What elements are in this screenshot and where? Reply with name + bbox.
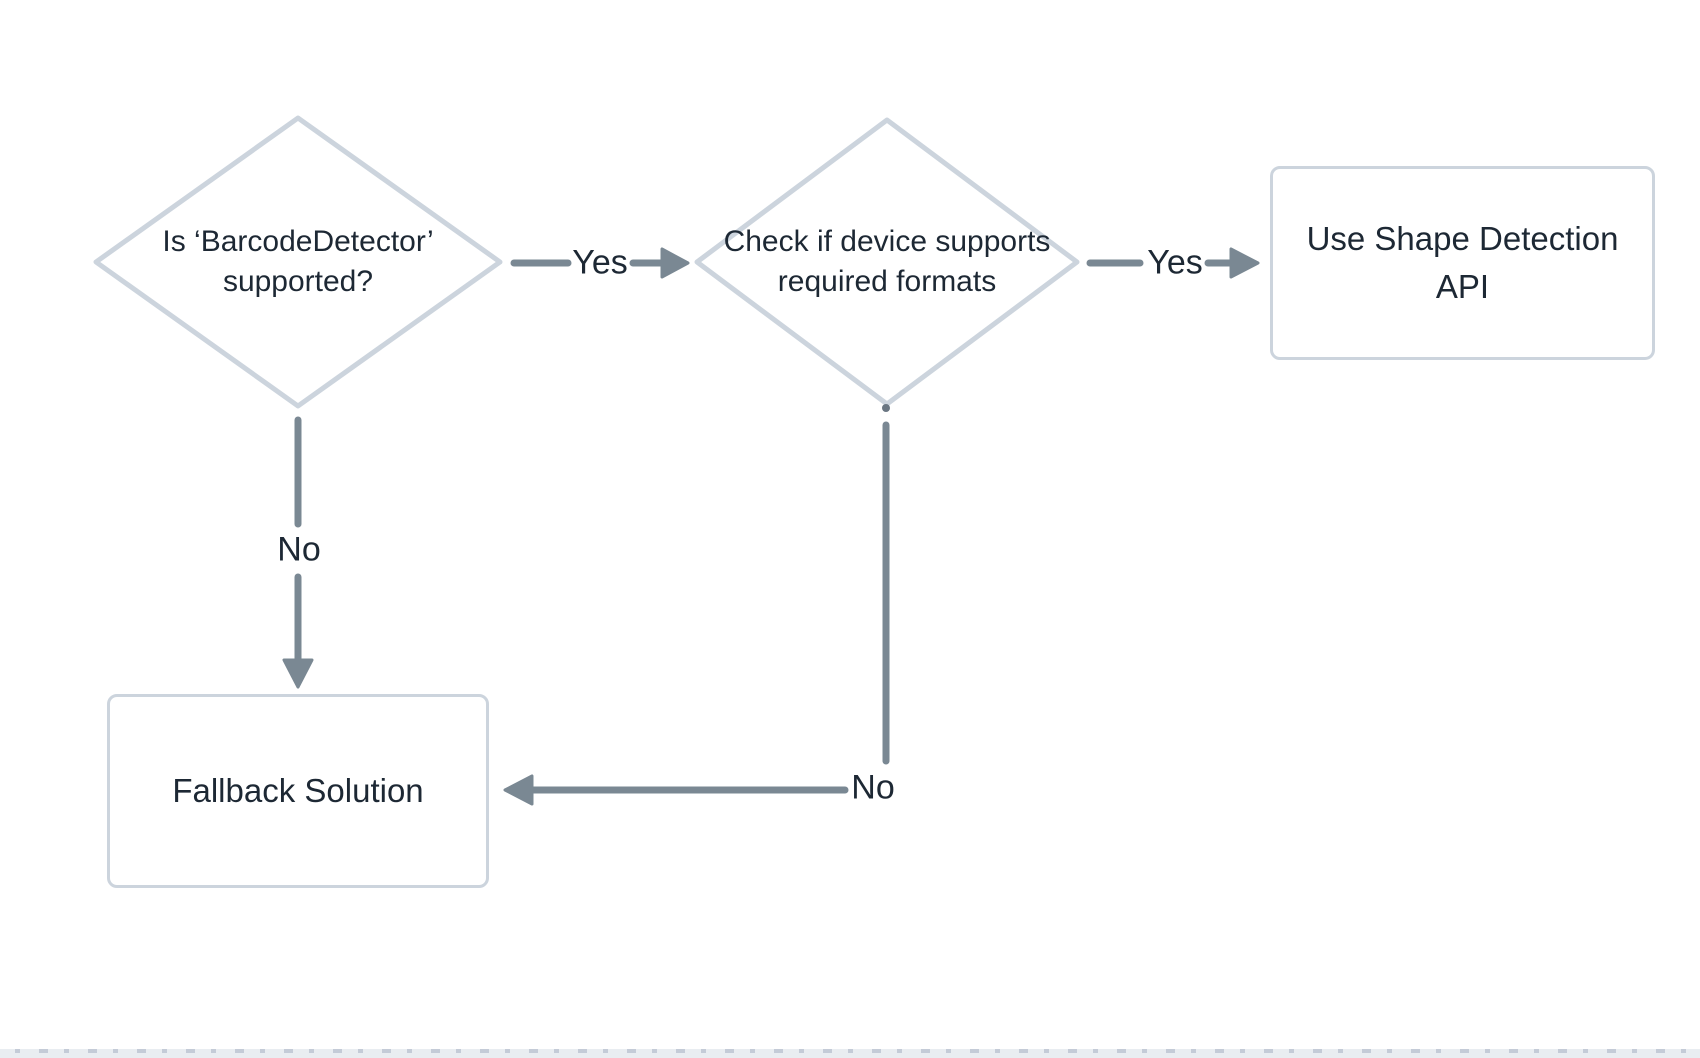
decision-formats-label: Check if device supports required format… xyxy=(723,225,1051,298)
edge-no2-connector-dot xyxy=(882,404,890,412)
decision-diamond-formats xyxy=(694,117,1080,407)
node-fallback-solution-label: Fallback Solution xyxy=(172,772,424,809)
edge-label-no-2: No xyxy=(851,768,895,807)
node-use-shape-detection-api-label: Use Shape Detection API xyxy=(1306,220,1619,305)
edge-yes2-arrowhead-icon xyxy=(1229,247,1260,279)
edge-yes1-arrowhead-icon xyxy=(660,247,690,279)
decision-barcodedetector-label: Is ‘BarcodeDetector’ supported? xyxy=(162,225,434,298)
edge-label-yes-1: Yes xyxy=(572,243,628,282)
edge-no1-arrowhead-icon xyxy=(282,658,314,689)
node-use-shape-detection-api: Use Shape Detection API xyxy=(1270,166,1655,360)
node-fallback-solution: Fallback Solution xyxy=(107,694,489,888)
decision-diamond-barcodedetector xyxy=(93,115,503,409)
edge-label-no-1: No xyxy=(277,530,321,569)
edge-no2-arrowhead-icon xyxy=(503,774,534,806)
cropped-bottom-strip xyxy=(0,1049,1700,1058)
edge-label-yes-2: Yes xyxy=(1147,243,1203,282)
